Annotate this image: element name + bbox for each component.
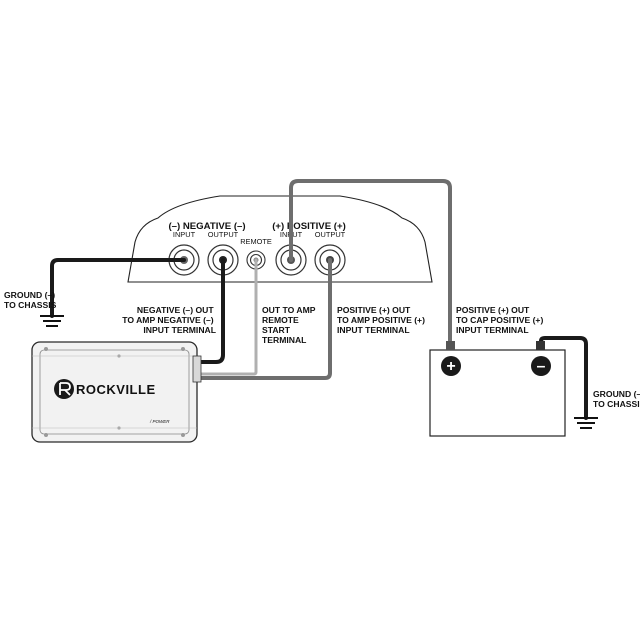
ground-wire-right	[539, 336, 588, 420]
remote-label: REMOTE	[240, 237, 272, 246]
negative-header: (–) NEGATIVE (–)	[168, 221, 245, 232]
negative-out-label: NEGATIVE (–) OUT TO AMP NEGATIVE (–) INP…	[122, 305, 216, 335]
neg-output-label: OUTPUT	[208, 230, 239, 239]
distribution-block: (–) NEGATIVE (–) (+) POSITIVE (+) INPUT …	[127, 195, 433, 283]
capacitor: + –	[429, 341, 566, 437]
rockville-logo: ROCKVILLE	[54, 379, 156, 399]
positive-out-label: POSITIVE (+) OUT TO AMP POSITIVE (+) INP…	[337, 305, 427, 335]
positive-wire-to-amp	[198, 258, 332, 380]
pos-output-label: OUTPUT	[315, 230, 346, 239]
cap-positive-icon	[441, 356, 461, 376]
model-text: / POWER	[149, 419, 170, 424]
positive-wire-from-cap	[289, 179, 452, 347]
ground-left-label: GROUND (–) TO CHASSIS	[4, 290, 57, 310]
cap-positive-symbol: +	[446, 358, 455, 375]
cap-negative-icon	[531, 356, 551, 376]
positive-header: (+) POSITIVE (+)	[272, 221, 346, 232]
brand-text: ROCKVILLE	[76, 382, 156, 397]
ground-wire-left	[50, 258, 186, 318]
ground-symbol-right	[574, 417, 598, 429]
cap-positive-label: POSITIVE (+) OUT TO CAP POSITIVE (+) INP…	[456, 305, 546, 335]
ground-symbol-left	[40, 315, 64, 327]
amplifier: ROCKVILLE / POWER	[31, 341, 202, 443]
neg-input-label: INPUT	[173, 230, 196, 239]
cap-negative-symbol: –	[537, 358, 546, 375]
ground-right-label: GROUND (–) TO CHASSIS	[593, 389, 640, 409]
distribution-block-body	[127, 195, 433, 283]
remote-out-label: OUT TO AMP REMOTE START TERMINAL	[262, 305, 318, 345]
negative-wire-to-amp	[198, 258, 225, 364]
remote-wire-to-amp	[198, 258, 258, 376]
